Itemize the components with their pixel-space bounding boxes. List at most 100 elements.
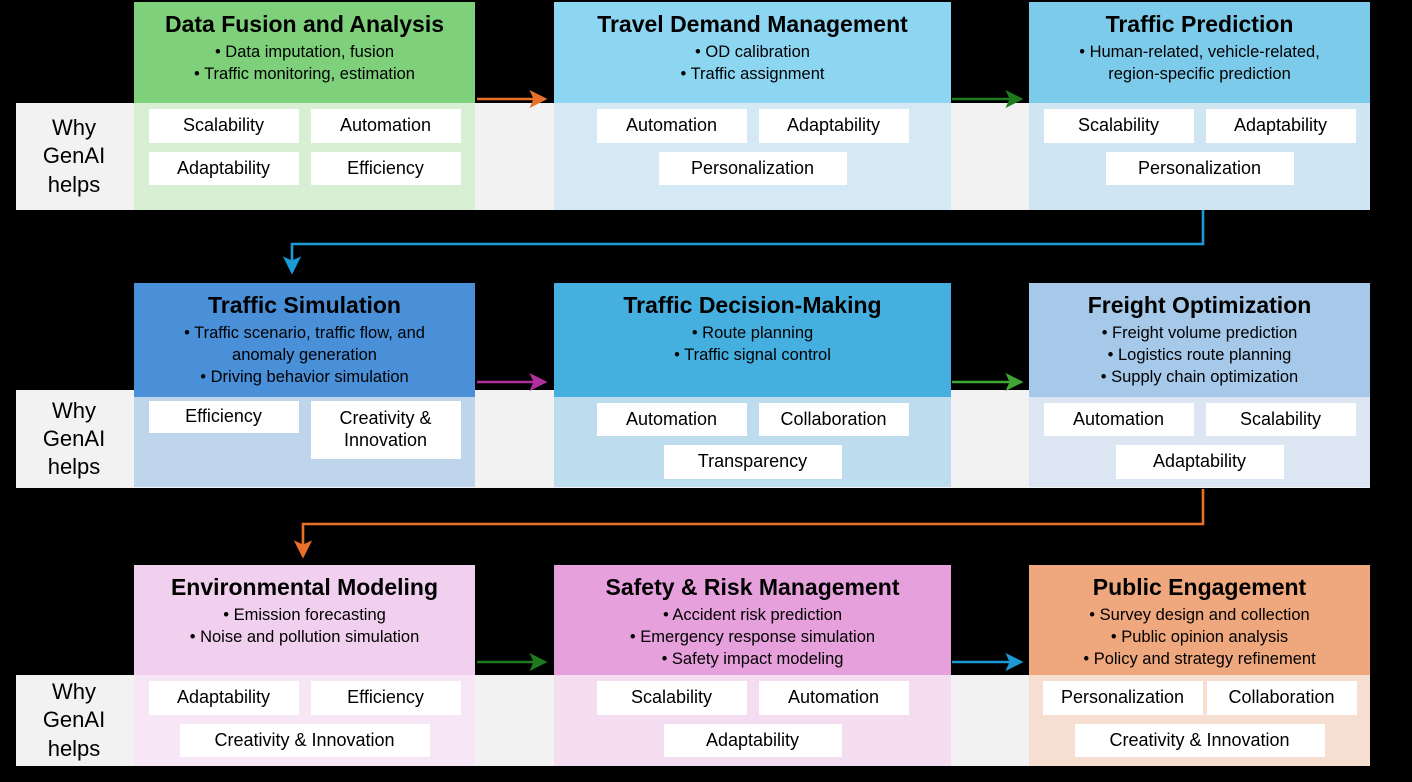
card-title: Safety & Risk Management: [605, 574, 900, 600]
benefit-chip[interactable]: Automation: [596, 109, 747, 143]
card-header: Traffic Simulation • Traffic scenario, t…: [134, 283, 475, 397]
card-header: Data Fusion and Analysis • Data imputati…: [134, 2, 475, 103]
band-label-line: GenAI: [42, 143, 106, 169]
card-benefits: Scalability Adaptability Personalization: [1029, 103, 1370, 210]
card-bullets: • Survey design and collection • Public …: [1039, 605, 1360, 670]
card-title: Traffic Simulation: [208, 292, 401, 318]
card-title: Environmental Modeling: [170, 574, 439, 600]
benefit-chip[interactable]: Automation: [596, 402, 747, 437]
card-safety-and-risk-management[interactable]: Safety & Risk Management • Accident risk…: [554, 565, 951, 766]
card-bullet: • Accident risk prediction: [662, 606, 843, 625]
card-header: Traffic Decision-Making • Route planning…: [554, 283, 951, 397]
benefit-chip[interactable]: Efficiency: [148, 401, 299, 433]
benefit-chip[interactable]: Creativity & Innovation: [310, 401, 461, 459]
card-bullet: • Data imputation, fusion: [214, 43, 395, 62]
card-title: Travel Demand Management: [597, 11, 908, 37]
card-benefits: Automation Scalability Adaptability: [1029, 396, 1370, 487]
card-benefits: Personalization Collaboration Creativity…: [1029, 675, 1370, 766]
card-bullets: • Emission forecasting • Noise and pollu…: [144, 605, 465, 649]
benefit-chip[interactable]: Personalization: [1042, 681, 1203, 715]
band-label-row-2: Why GenAI helps: [16, 390, 132, 488]
benefit-chip[interactable]: Adaptability: [148, 151, 299, 186]
benefit-chip[interactable]: Automation: [1043, 402, 1194, 437]
benefit-chip[interactable]: Efficiency: [310, 681, 461, 715]
card-header: Environmental Modeling • Emission foreca…: [134, 565, 475, 675]
card-data-fusion-and-analysis[interactable]: Data Fusion and Analysis • Data imputati…: [134, 2, 475, 210]
benefit-chip[interactable]: Scalability: [596, 681, 747, 715]
card-bullet: • Public opinion analysis: [1110, 627, 1289, 646]
card-bullet: • Driving behavior simulation: [200, 367, 409, 386]
benefit-chip[interactable]: Efficiency: [310, 151, 461, 186]
benefit-chip[interactable]: Automation: [310, 109, 461, 143]
band-label-line: helps: [47, 454, 101, 480]
benefit-chip[interactable]: Personalization: [1105, 151, 1294, 186]
card-benefits: Efficiency Creativity & Innovation: [134, 397, 475, 487]
card-header: Safety & Risk Management • Accident risk…: [554, 565, 951, 675]
card-environmental-modeling[interactable]: Environmental Modeling • Emission foreca…: [134, 565, 475, 766]
card-bullets: • Human-related, vehicle-related, region…: [1039, 42, 1360, 86]
band-label-line: Why: [52, 115, 96, 141]
card-header: Public Engagement • Survey design and co…: [1029, 565, 1370, 675]
band-label-line: GenAI: [42, 707, 106, 733]
card-header: Freight Optimization • Freight volume pr…: [1029, 283, 1370, 397]
band-label-line: Why: [52, 679, 96, 705]
card-header: Travel Demand Management • OD calibratio…: [554, 2, 951, 103]
card-bullet: • Traffic scenario, traffic flow, and: [184, 324, 425, 343]
card-traffic-decision-making[interactable]: Traffic Decision-Making • Route planning…: [554, 283, 951, 487]
benefit-chip[interactable]: Adaptability: [758, 109, 909, 143]
benefit-chip[interactable]: Transparency: [663, 445, 842, 479]
benefit-chip[interactable]: Creativity & Innovation: [179, 723, 430, 758]
card-bullet: • OD calibration: [695, 43, 810, 62]
benefit-chip[interactable]: Scalability: [1205, 402, 1356, 437]
card-benefits: Adaptability Efficiency Creativity & Inn…: [134, 675, 475, 766]
band-label-line: helps: [47, 735, 101, 761]
card-bullet: • Policy and strategy refinement: [1083, 649, 1316, 668]
card-bullet: • Traffic signal control: [674, 345, 831, 364]
benefit-chip[interactable]: Automation: [758, 681, 909, 715]
benefit-chip[interactable]: Collaboration: [1206, 681, 1357, 715]
card-bullets: • Accident risk prediction • Emergency r…: [564, 605, 941, 670]
band-label-row-1: Why GenAI helps: [16, 103, 132, 210]
card-bullet: • Human-related, vehicle-related,: [1079, 43, 1320, 62]
arrow-r2c3-to-r3c1: [293, 489, 1205, 559]
benefit-chip[interactable]: Adaptability: [1115, 445, 1284, 479]
card-bullets: • Data imputation, fusion • Traffic moni…: [144, 42, 465, 86]
card-bullet: • Freight volume prediction: [1101, 324, 1298, 343]
card-bullet: • Survey design and collection: [1089, 606, 1310, 625]
card-title: Freight Optimization: [1087, 292, 1312, 318]
card-header: Traffic Prediction • Human-related, vehi…: [1029, 2, 1370, 103]
card-title: Data Fusion and Analysis: [164, 11, 445, 37]
card-title: Public Engagement: [1092, 574, 1307, 600]
card-bullet: • Safety impact modeling: [661, 649, 844, 668]
card-public-engagement[interactable]: Public Engagement • Survey design and co…: [1029, 565, 1370, 766]
benefit-chip[interactable]: Adaptability: [1205, 109, 1356, 143]
band-label-line: helps: [47, 171, 101, 197]
card-freight-optimization[interactable]: Freight Optimization • Freight volume pr…: [1029, 283, 1370, 487]
card-bullet: • Supply chain optimization: [1100, 367, 1299, 386]
card-benefits: Automation Collaboration Transparency: [554, 396, 951, 487]
benefit-chip[interactable]: Personalization: [658, 151, 847, 186]
card-bullets: • Route planning • Traffic signal contro…: [564, 323, 941, 367]
benefit-chip[interactable]: Scalability: [1043, 109, 1194, 143]
card-bullet: region-specific prediction: [1108, 64, 1291, 83]
benefit-chip[interactable]: Adaptability: [148, 681, 299, 715]
arrow-r1c3-to-r2c1: [282, 210, 1205, 275]
card-bullets: • Traffic scenario, traffic flow, and an…: [144, 323, 465, 388]
card-bullet: anomaly generation: [232, 345, 377, 364]
card-benefits: Scalability Automation Adaptability Effi…: [134, 103, 475, 210]
card-traffic-simulation[interactable]: Traffic Simulation • Traffic scenario, t…: [134, 283, 475, 487]
card-traffic-prediction[interactable]: Traffic Prediction • Human-related, vehi…: [1029, 2, 1370, 210]
card-travel-demand-management[interactable]: Travel Demand Management • OD calibratio…: [554, 2, 951, 210]
benefit-chip[interactable]: Adaptability: [663, 723, 842, 758]
card-bullet: • Noise and pollution simulation: [189, 627, 420, 646]
card-bullet: • Emergency response simulation: [629, 627, 876, 646]
card-title: Traffic Decision-Making: [623, 292, 882, 318]
band-label-row-3: Why GenAI helps: [16, 675, 132, 766]
benefit-chip[interactable]: Collaboration: [758, 402, 909, 437]
band-label-line: GenAI: [42, 425, 106, 451]
benefit-chip[interactable]: Creativity & Innovation: [1074, 723, 1325, 758]
card-bullets: • Freight volume prediction • Logistics …: [1039, 323, 1360, 388]
card-bullet: • Emission forecasting: [223, 606, 386, 625]
benefit-chip[interactable]: Scalability: [148, 109, 299, 143]
